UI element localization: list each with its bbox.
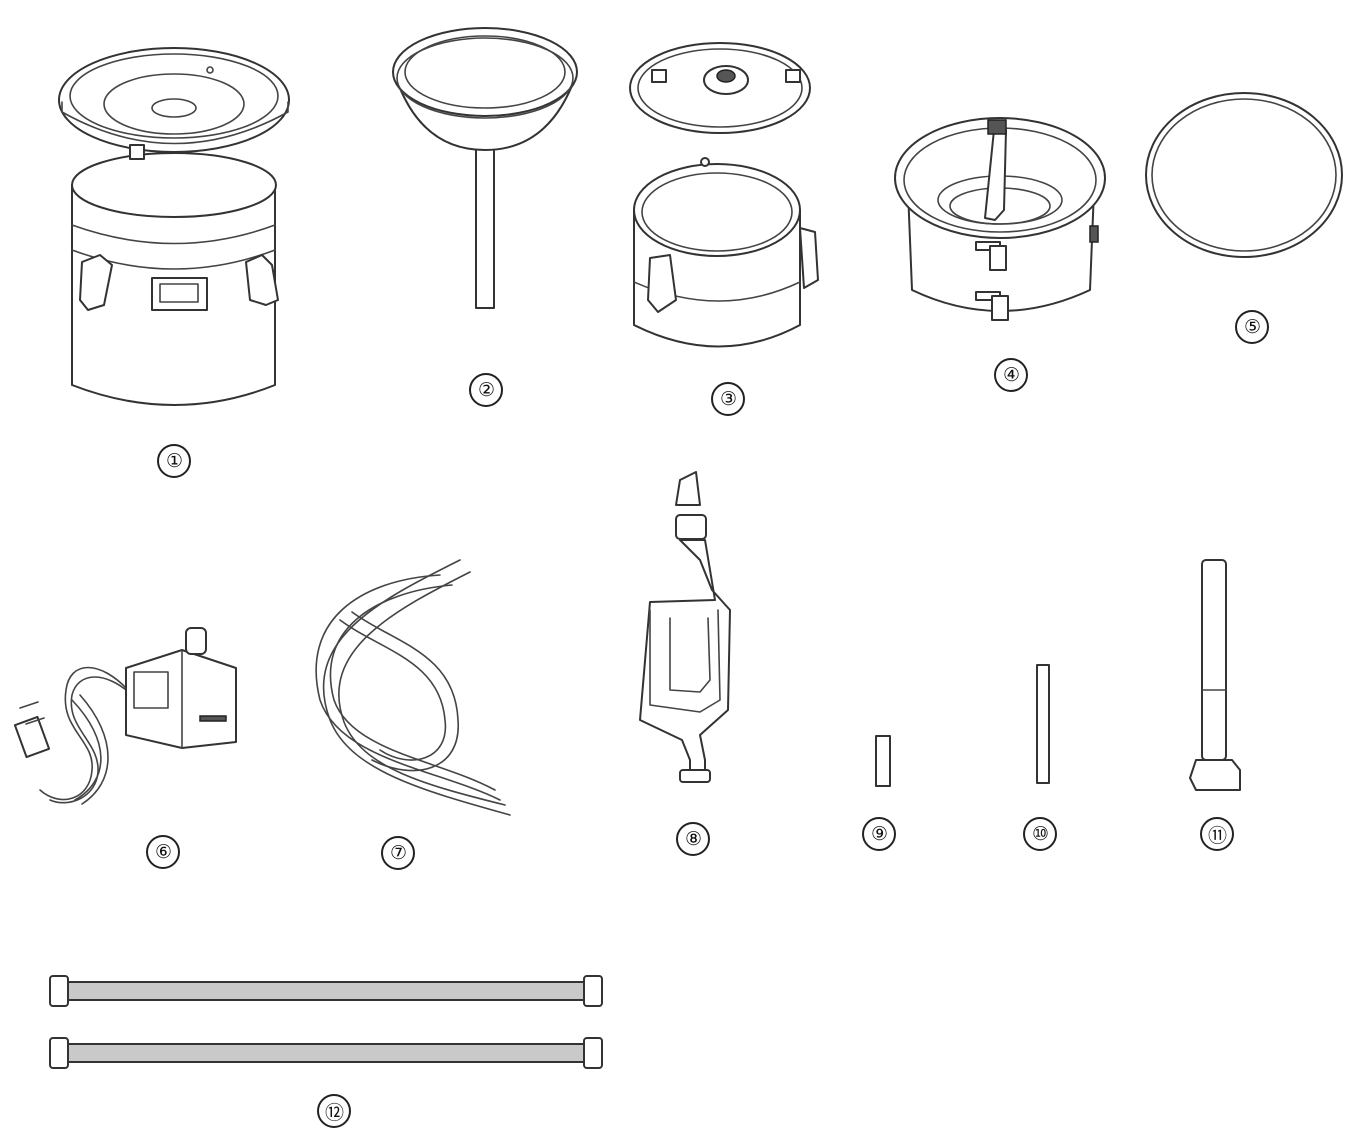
condenser-pot-with-valves-icon — [894, 117, 1106, 321]
connecting-rods-icon — [49, 975, 603, 1069]
part-label-9: ⑨ — [862, 817, 896, 851]
short-tube-icon — [875, 735, 891, 787]
part-label-7: ⑦ — [381, 836, 415, 870]
clamp-lid-pot-icon — [629, 42, 819, 348]
part-label-8: ⑧ — [676, 822, 710, 856]
long-tube-icon — [1036, 664, 1050, 784]
column-plate-tube-icon — [392, 27, 578, 309]
fermenter-barrel-with-lid-icon — [58, 47, 290, 406]
airlock-icon — [639, 471, 731, 783]
part-label-11: ⑪ — [1200, 817, 1234, 851]
gasket-ring-icon — [1145, 92, 1343, 258]
part-label-2: ② — [469, 373, 503, 407]
thermometer-icon — [1189, 559, 1241, 791]
part-label-3: ③ — [711, 382, 745, 416]
silicone-hoses-icon — [315, 559, 511, 816]
water-pump-with-plug-icon — [13, 627, 237, 805]
part-label-10: ⑩ — [1023, 817, 1057, 851]
part-label-4: ④ — [994, 358, 1028, 392]
part-label-12: ⑫ — [317, 1094, 351, 1128]
part-label-1: ① — [157, 444, 191, 478]
part-label-5: ⑤ — [1235, 310, 1269, 344]
part-label-6: ⑥ — [146, 835, 180, 869]
